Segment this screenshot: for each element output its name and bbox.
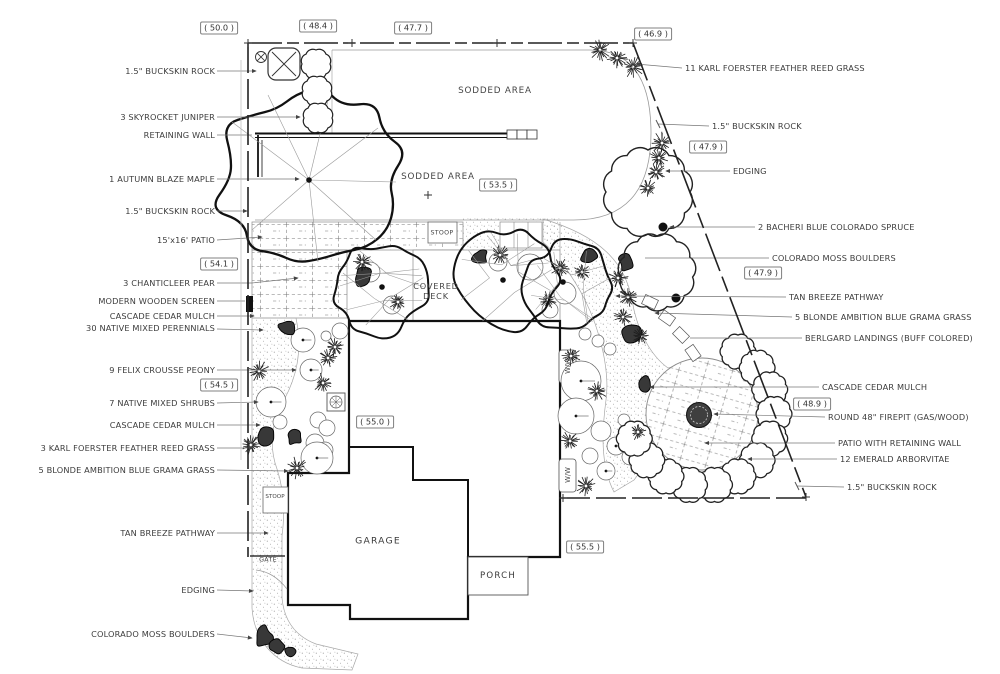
dim-sod-53-5: ( 53.5 ): [479, 178, 517, 192]
spruce-symbols: [658, 222, 681, 303]
label-patio-15x16: 15'x16' PATIO: [157, 235, 215, 245]
label-porch: PORCH: [480, 571, 516, 581]
label-patio-retaining-wall: PATIO WITH RETAINING WALL: [838, 438, 962, 448]
stoop-top-outline: [427, 221, 458, 244]
maple-canopy: [214, 87, 404, 263]
label-gate: GATE: [259, 556, 277, 564]
label-sodded-area-top: SODDED AREA: [458, 86, 532, 96]
label-cascade-cedar-mulch-w2: CASCADE CEDAR MULCH: [109, 420, 215, 430]
circular-patio: [641, 294, 759, 471]
label-window-well-1: W/W: [564, 358, 572, 374]
label-edging-e: EDGING: [733, 166, 767, 176]
modern-wooden-screen-symbol: [246, 296, 253, 312]
label-tan-breeze-pathway-e: TAN BREEZE PATHWAY: [789, 292, 884, 302]
leader-lines: [216, 62, 845, 640]
label-garage: GARAGE: [355, 535, 401, 547]
label-skyrocket-juniper: 3 SKYROCKET JUNIPER: [120, 112, 215, 122]
window-well-2-outline: [558, 458, 577, 493]
label-bacheri-blue-spruce: 2 BACHERI BLUE COLORADO SPRUCE: [758, 222, 915, 232]
label-karl-foerster-grass-e: 11 KARL FOERSTER FEATHER REED GRASS: [685, 63, 865, 73]
label-cascade-cedar-mulch-w1: CASCADE CEDAR MULCH: [109, 311, 215, 321]
dim-ne-46-9: ( 46.9 ): [634, 27, 672, 41]
tree-canopies: [214, 48, 614, 340]
label-sodded-area-mid: SODDED AREA: [401, 172, 475, 182]
spruce-square-symbol: [255, 47, 301, 81]
label-modern-wooden-screen: MODERN WOODEN SCREEN: [98, 296, 215, 306]
label-native-mixed-shrubs: 7 NATIVE MIXED SHRUBS: [109, 398, 215, 408]
dim-top-48-4: ( 48.4 ): [299, 19, 337, 33]
label-felix-crousse-peony: 9 FELIX CROUSSE PEONY: [109, 365, 215, 375]
planter-square: [326, 392, 346, 412]
label-window-well-2: W/W: [564, 467, 572, 483]
firepit-symbol: [686, 402, 712, 428]
label-karl-foerster-grass-w: 3 KARL FOERSTER FEATHER REED GRASS: [40, 443, 215, 453]
label-covered-deck: COVERED DECK: [413, 280, 459, 301]
label-colorado-moss-boulders-e: COLORADO MOSS BOULDERS: [772, 253, 896, 263]
label-native-mixed-perennials: 30 NATIVE MIXED PERENNIALS: [86, 323, 215, 333]
dim-west-54-1: ( 54.1 ): [200, 257, 238, 271]
porch-outline: [467, 556, 529, 596]
label-buckskin-rock-ne: 1.5" BUCKSKIN ROCK: [712, 121, 802, 131]
label-chanticleer-pear: 3 CHANTICLEER PEAR: [123, 278, 215, 288]
dim-house-55-5: ( 55.5 ): [566, 540, 604, 554]
label-stoop-top: STOOP: [430, 229, 454, 237]
dim-east-48-9: ( 48.9 ): [793, 397, 831, 411]
retaining-wall: [246, 129, 538, 590]
label-autumn-blaze-maple: 1 AUTUMN BLAZE MAPLE: [109, 174, 215, 184]
dim-east-47-9-a: ( 47.9 ): [689, 140, 727, 154]
label-retaining-wall: RETAINING WALL: [143, 130, 215, 140]
label-round-firepit: ROUND 48" FIREPIT (GAS/WOOD): [828, 412, 969, 422]
label-edging-w: EDGING: [181, 585, 215, 595]
label-berlgard-landings: BERLGARD LANDINGS (BUFF COLORED): [805, 333, 973, 343]
label-tan-breeze-pathway-w: TAN BREEZE PATHWAY: [120, 528, 215, 538]
label-blonde-ambition-grass-e: 5 BLONDE AMBITION BLUE GRAMA GRASS: [795, 312, 972, 322]
label-cascade-cedar-mulch-e: CASCADE CEDAR MULCH: [822, 382, 928, 392]
label-buckskin-rock-w: 1.5" BUCKSKIN ROCK: [125, 206, 215, 216]
label-emerald-arborvitae: 12 EMERALD ARBORVITAE: [840, 454, 950, 464]
shrub-symbols: [255, 252, 641, 481]
label-buckskin-rock-se: 1.5" BUCKSKIN ROCK: [847, 482, 937, 492]
label-blonde-ambition-grass-w: 5 BLONDE AMBITION BLUE GRAMA GRASS: [38, 465, 215, 475]
label-colorado-moss-boulders-w: COLORADO MOSS BOULDERS: [91, 629, 215, 639]
boulder-symbols: [256, 247, 651, 658]
label-stoop-side: STOOP: [265, 494, 285, 500]
dim-house-55-0: ( 55.0 ): [356, 415, 394, 429]
dim-west-54-5: ( 54.5 ): [200, 378, 238, 392]
dim-west-50-0: ( 50.0 ): [200, 21, 238, 35]
dim-top-47-7: ( 47.7 ): [394, 21, 432, 35]
arborvitae-ring: [615, 333, 793, 503]
dim-east-47-9-b: ( 47.9 ): [744, 266, 782, 280]
property-lines: [240, 39, 810, 557]
label-buckskin-rock-nw: 1.5" BUCKSKIN ROCK: [125, 66, 215, 76]
stoop-side-outline: [262, 486, 289, 514]
